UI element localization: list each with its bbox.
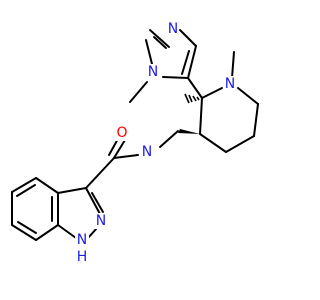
bond-carbonyl-co-1 [113, 139, 126, 159]
label-bg-imid-n1 [146, 64, 160, 80]
bond-imid-c2-n3-double [153, 36, 167, 49]
bond-imid-n-methyl [129, 81, 148, 103]
label-bg-imid-n3 [167, 21, 179, 37]
atom-indazole-n1: N [77, 232, 87, 248]
bond-ind-c3-n2 [85, 187, 101, 215]
bond-carbonyl-indazole-c3 [85, 157, 115, 189]
molecule-structure: N N N N O N N H [11, 21, 259, 265]
label-bg-ind-h [75, 248, 89, 264]
bond-pip-c2-n1 [201, 87, 223, 99]
bond-pip-c5-c4 [225, 135, 255, 153]
bond-imid-c5-n1 [162, 76, 189, 79]
bond-ind-c3a-c3 [57, 187, 87, 194]
bond-imid-n1-c2 [145, 39, 153, 65]
bond-benz-c6-c7-inner [17, 221, 37, 234]
bond-benz-c6-c7 [11, 224, 37, 241]
bond-ind-n1-c7a [57, 224, 77, 239]
bond-pip-c6-c5 [253, 103, 259, 137]
hashed-wedge-c2 [184, 93, 203, 104]
bond-pip-c4-c3 [199, 133, 227, 153]
bond-ch2-amide-n [159, 130, 179, 148]
atom-imidazole-n-top: N [168, 21, 178, 37]
atom-carbonyl-o: O [116, 125, 127, 141]
bond-benz-c4-c5 [11, 177, 37, 193]
bond-ind-c3-n2-inner [91, 192, 104, 213]
bond-pip-n1-c6 [237, 87, 259, 105]
bond-amide-n-carbonyl-c [113, 154, 139, 159]
bond-benz-c3a-c4 [35, 177, 59, 194]
atom-piperidine-n: N [225, 76, 235, 92]
bond-imid-c4-c5-inner [181, 50, 190, 75]
bond-benz-c4-c5-inner [16, 184, 36, 197]
bond-pip-n-methyl [231, 51, 235, 79]
label-bg-ind-n2 [94, 213, 108, 229]
bond-benz-c7-c7a [35, 224, 59, 241]
bond-ind-n2-n1 [87, 227, 98, 239]
atom-amide-n: N [142, 144, 152, 160]
bond-pip-c3-c2 [199, 97, 203, 135]
label-bg-pip-n [223, 76, 237, 92]
bond-imid-c2-n3 [149, 29, 170, 48]
bond-imid-n3-c4 [179, 29, 197, 47]
label-bg-amide-n [140, 144, 154, 160]
bond-imid-c4-c5 [187, 45, 197, 79]
bond-imid-c5-pip-c2 [187, 77, 203, 99]
label-bg-carbonyl-o [115, 125, 129, 141]
label-bg-ind-n1 [75, 232, 89, 248]
solid-wedge-c3 [178, 129, 200, 134]
atom-imidazole-n-methyl: N [148, 64, 158, 80]
atom-indazole-n2: N [96, 213, 106, 229]
atom-indazole-h: H [77, 249, 88, 265]
